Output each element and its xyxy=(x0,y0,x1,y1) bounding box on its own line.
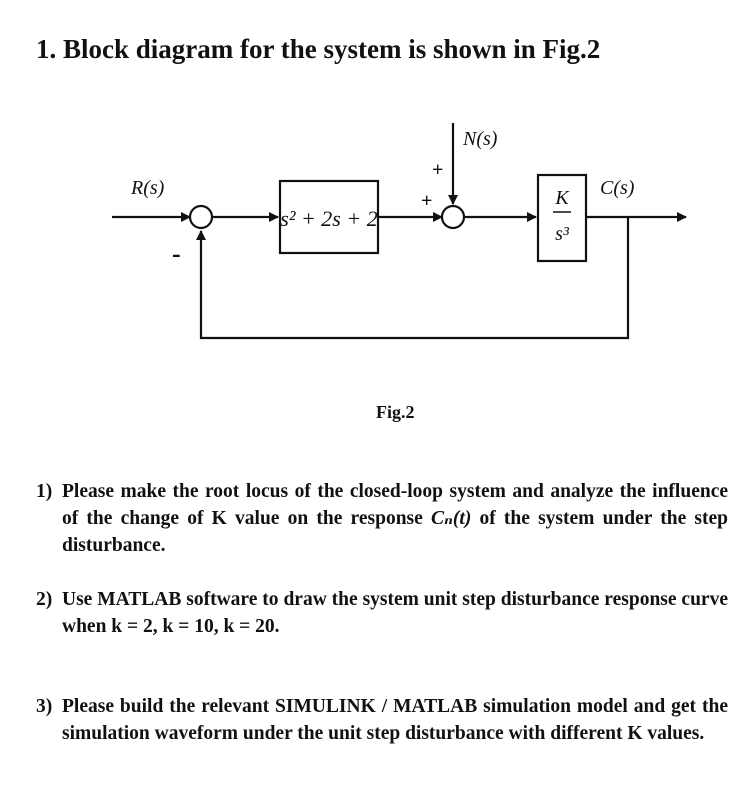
question-text: Please make the root locus of the closed… xyxy=(62,481,728,556)
plus-sign-top: + xyxy=(432,159,443,181)
question-3: 3) Please build the relevant SIMULINK / … xyxy=(36,693,728,747)
block-diagram: R(s) C(s) N(s) s² + 2s + 2 K s³ - + + xyxy=(112,123,687,340)
block2-numerator: K xyxy=(554,187,570,209)
input-label: R(s) xyxy=(130,177,165,199)
minus-sign: - xyxy=(172,239,181,268)
output-label: C(s) xyxy=(600,177,635,199)
block-1 xyxy=(278,179,380,255)
plus-sign-left: + xyxy=(421,190,432,212)
question-text: Use MATLAB software to draw the system u… xyxy=(62,589,728,637)
disturbance-label: N(s) xyxy=(462,128,498,150)
feedback-line xyxy=(196,217,630,340)
summing-junction-1 xyxy=(188,204,214,230)
summing-junction-2 xyxy=(440,204,466,230)
question-text: Please build the relevant SIMULINK / MAT… xyxy=(62,696,728,744)
question-number: 3) xyxy=(36,696,53,717)
question-2: 2) Use MATLAB software to draw the syste… xyxy=(36,586,728,640)
question-number: 2) xyxy=(36,589,53,610)
figure-caption: Fig.2 xyxy=(376,402,415,422)
question-1: 1) Please make the root locus of the clo… xyxy=(36,478,728,559)
block2-denominator: s³ xyxy=(555,223,570,245)
question-number: 1) xyxy=(36,481,53,502)
block-2 xyxy=(536,173,588,263)
problem-title: 1. Block diagram for the system is shown… xyxy=(36,34,601,64)
block1-label: s² + 2s + 2 xyxy=(280,206,377,231)
response-symbol: Cₙ(t) xyxy=(430,508,472,529)
